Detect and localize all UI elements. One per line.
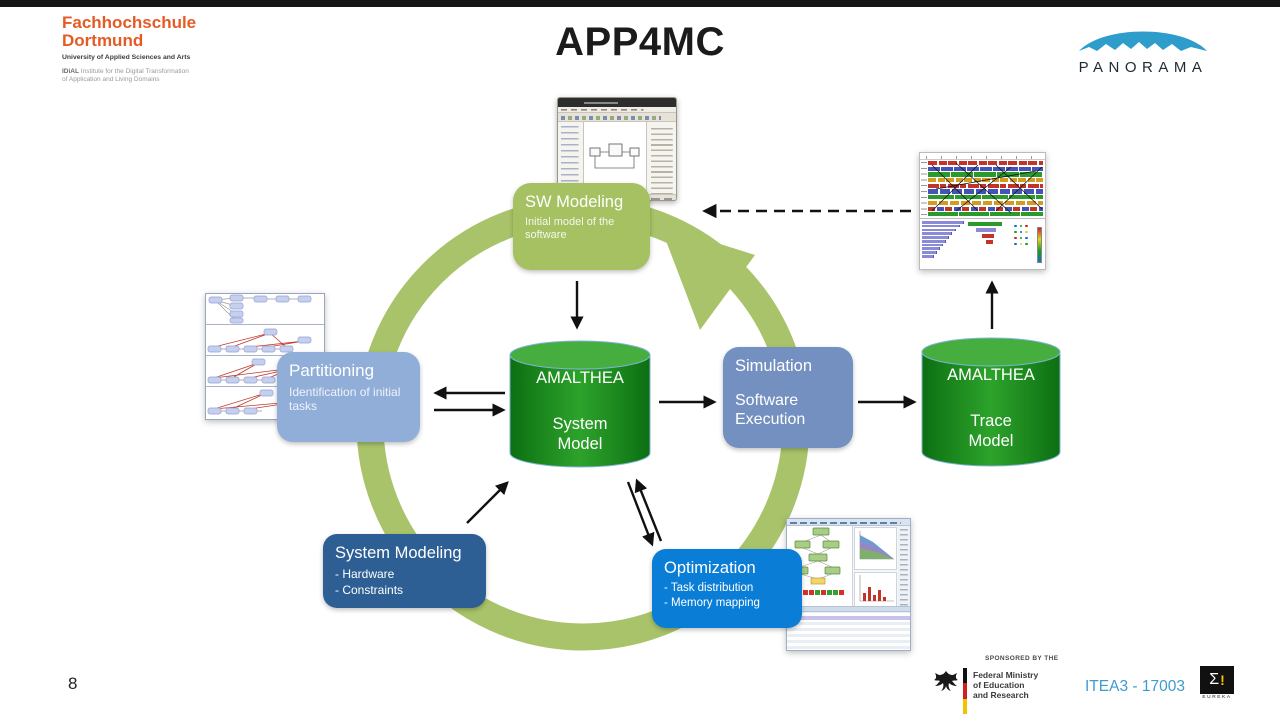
optimization-tool-thumbnail — [786, 518, 911, 651]
simulation-desc: Software Execution — [735, 392, 806, 428]
fh-dortmund-logo: Fachhochschule Dortmund University of Ap… — [62, 14, 292, 84]
eclipse-body — [558, 122, 676, 194]
ministry-line3: and Research — [973, 690, 1029, 700]
sw-modeling-box: SW Modeling Initial model of the softwar… — [513, 183, 650, 270]
eclipse-toolbar — [558, 113, 676, 122]
arrow-optimization-to-systemmodel — [634, 478, 663, 542]
trace-histogram — [920, 221, 968, 266]
trace-color-scale — [1037, 227, 1042, 263]
eclipse-sw-model-thumbnail — [557, 97, 677, 201]
sw-modeling-title: SW Modeling — [525, 193, 624, 211]
system-modeling-title: System Modeling — [335, 544, 462, 562]
page-title: APP4MC — [555, 20, 725, 64]
eclipse-palette-panel — [646, 122, 676, 194]
eureka-bang: ! — [1220, 672, 1225, 688]
trace-gantt-rows — [920, 160, 1045, 218]
federal-eagle-icon — [934, 671, 958, 691]
ministry-line1: Federal Ministry — [973, 670, 1039, 680]
page-number: 8 — [68, 674, 78, 693]
sponsored-by-label: SPONSORED BY THE — [985, 655, 1059, 662]
eclipse-diagram-canvas — [584, 122, 646, 194]
panorama-logo: PANORAMA — [1073, 22, 1213, 76]
system-model-line1: AMALTHEA — [536, 369, 624, 387]
simulation-title: Simulation — [735, 357, 813, 375]
eclipse-titlebar — [558, 98, 676, 107]
eureka-label: EUREKA — [1202, 695, 1232, 700]
eureka-sigma: Σ — [1209, 671, 1220, 688]
trace-model-line2: Trace — [970, 412, 1012, 430]
system-modeling-box: System Modeling - Hardware - Constraints — [323, 534, 486, 608]
partitioning-desc: Identification of initial tasks — [289, 385, 401, 413]
system-model-line3: Model — [557, 435, 603, 453]
fh-institute: IDiAL Institute for the Digital Transfor… — [62, 68, 292, 84]
optimization-highlighted-row — [787, 616, 910, 620]
eureka-logo: Σ! EUREKA — [1199, 666, 1235, 700]
fh-name-line1: Fachhochschule — [62, 13, 197, 32]
optimization-item-memory-mapping: - Memory mapping — [664, 597, 760, 609]
amalthea-trace-model-cylinder: AMALTHEA Trace Model — [921, 336, 1061, 470]
optimization-area-chart — [854, 527, 897, 570]
panorama-label: PANORAMA — [1078, 59, 1208, 76]
partitioning-box: Partitioning Identification of initial t… — [277, 352, 420, 442]
ministry-text: Federal Ministry of Education and Resear… — [973, 668, 1038, 714]
trace-legend — [1012, 221, 1045, 266]
panorama-arc-icon — [1079, 31, 1207, 54]
german-flag-stripe-icon — [963, 668, 967, 714]
trace-load-bars — [968, 221, 1012, 266]
system-model-line2: System — [552, 415, 608, 433]
ministry-logo: Federal Ministry of Education and Resear… — [933, 668, 1038, 714]
cylinder-shape-icon — [921, 337, 1061, 467]
system-modeling-item-hardware: - Hardware — [335, 567, 395, 581]
fh-institute-bold: IDiAL — [62, 68, 79, 75]
fh-tagline: University of Applied Sciences and Arts — [62, 54, 191, 61]
itea-project-id: ITEA3 - 17003 — [1085, 678, 1185, 695]
sw-modeling-desc: Initial model of the software — [525, 216, 615, 241]
trace-time-ruler — [920, 153, 1045, 160]
optimization-charts — [853, 526, 898, 613]
simulation-box: Simulation Software Execution — [723, 347, 853, 448]
top-black-bar — [0, 0, 1280, 7]
eclipse-tree-panel — [558, 122, 584, 194]
trace-dependency-lines — [931, 162, 1043, 214]
optimization-table-header — [787, 607, 910, 612]
eclipse-block-diagram — [589, 143, 640, 169]
eureka-sigma-icon: Σ! — [1200, 666, 1234, 694]
arrow-systemmodeling-to-systemmodel — [466, 481, 509, 524]
eclipse-menubar — [558, 107, 676, 113]
task-graph-section — [206, 325, 324, 356]
trace-gantt-thumbnail — [919, 152, 1046, 270]
partitioning-title: Partitioning — [289, 361, 375, 380]
trace-model-line1: AMALTHEA — [947, 366, 1035, 384]
system-modeling-item-constraints: - Constraints — [335, 583, 404, 597]
fh-name-line2: Dortmund — [62, 31, 144, 50]
trace-model-line3: Model — [968, 432, 1014, 450]
optimization-box: Optimization - Task distribution - Memor… — [652, 549, 802, 628]
optimization-item-task-distribution: - Task distribution — [664, 582, 754, 594]
optimization-side-panel — [898, 526, 910, 606]
amalthea-system-model-cylinder: AMALTHEA System Model — [509, 339, 651, 471]
ring-arrow-icon — [660, 225, 755, 330]
optimization-data-table — [787, 606, 910, 650]
fh-institute-line1: Institute for the Digital Transformation — [78, 68, 189, 75]
task-graph-section — [206, 294, 324, 325]
fh-institute-line2: of Application and Living Domains — [62, 76, 160, 83]
trace-statistics — [920, 218, 1045, 266]
arrow-systemmodel-to-optimization — [626, 481, 655, 547]
optimization-title: Optimization — [664, 559, 756, 577]
ministry-line2: of Education — [973, 680, 1025, 690]
optimization-toolbar — [787, 519, 910, 526]
optimization-main — [787, 526, 910, 613]
